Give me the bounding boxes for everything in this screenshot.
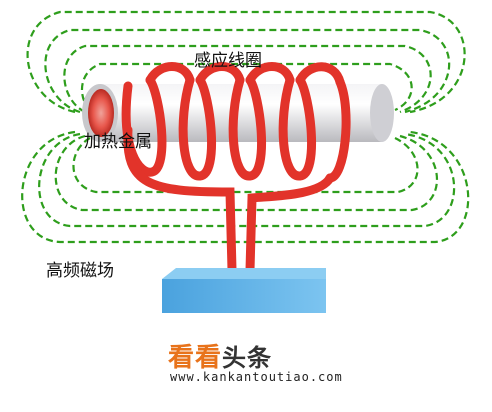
field-line (44, 28, 451, 114)
field-line (54, 134, 438, 212)
coil-lead-wire (245, 173, 335, 275)
watermark-url: www.kankantoutiao.com (170, 370, 343, 384)
field-line (72, 137, 419, 194)
coil-label: 感应线圈 (194, 51, 262, 71)
field-line (80, 62, 413, 112)
field-label: 高频磁场 (46, 261, 114, 281)
coil-back-strand (195, 62, 245, 85)
coil-back-strand (245, 62, 295, 85)
watermark-logo: 看看头条 (168, 337, 272, 374)
field-line (26, 10, 466, 114)
coil-power-base (162, 268, 326, 313)
rod-end-cap (370, 84, 394, 142)
base-front-face (162, 279, 326, 313)
watermark-brand-accent: 看看 (168, 343, 223, 373)
field-lines-upper (26, 10, 466, 114)
rod-hot-core (88, 89, 114, 137)
coil-front-loop (228, 75, 266, 181)
coil-lead-wire (123, 125, 237, 275)
coil-front-loop (278, 75, 316, 181)
field-line (38, 132, 456, 228)
base-top-face (162, 268, 326, 279)
field-line (63, 44, 432, 114)
coil-front-strands (121, 75, 351, 275)
coil-back-strand (295, 62, 345, 87)
metal-label: 加热金属 (84, 132, 152, 152)
watermark-brand-rest: 头条 (222, 344, 273, 372)
coil-back-strands (145, 62, 345, 87)
coil-front-loop (178, 75, 216, 181)
coil-front-loop (325, 77, 351, 183)
coil-back-strand (145, 62, 195, 85)
